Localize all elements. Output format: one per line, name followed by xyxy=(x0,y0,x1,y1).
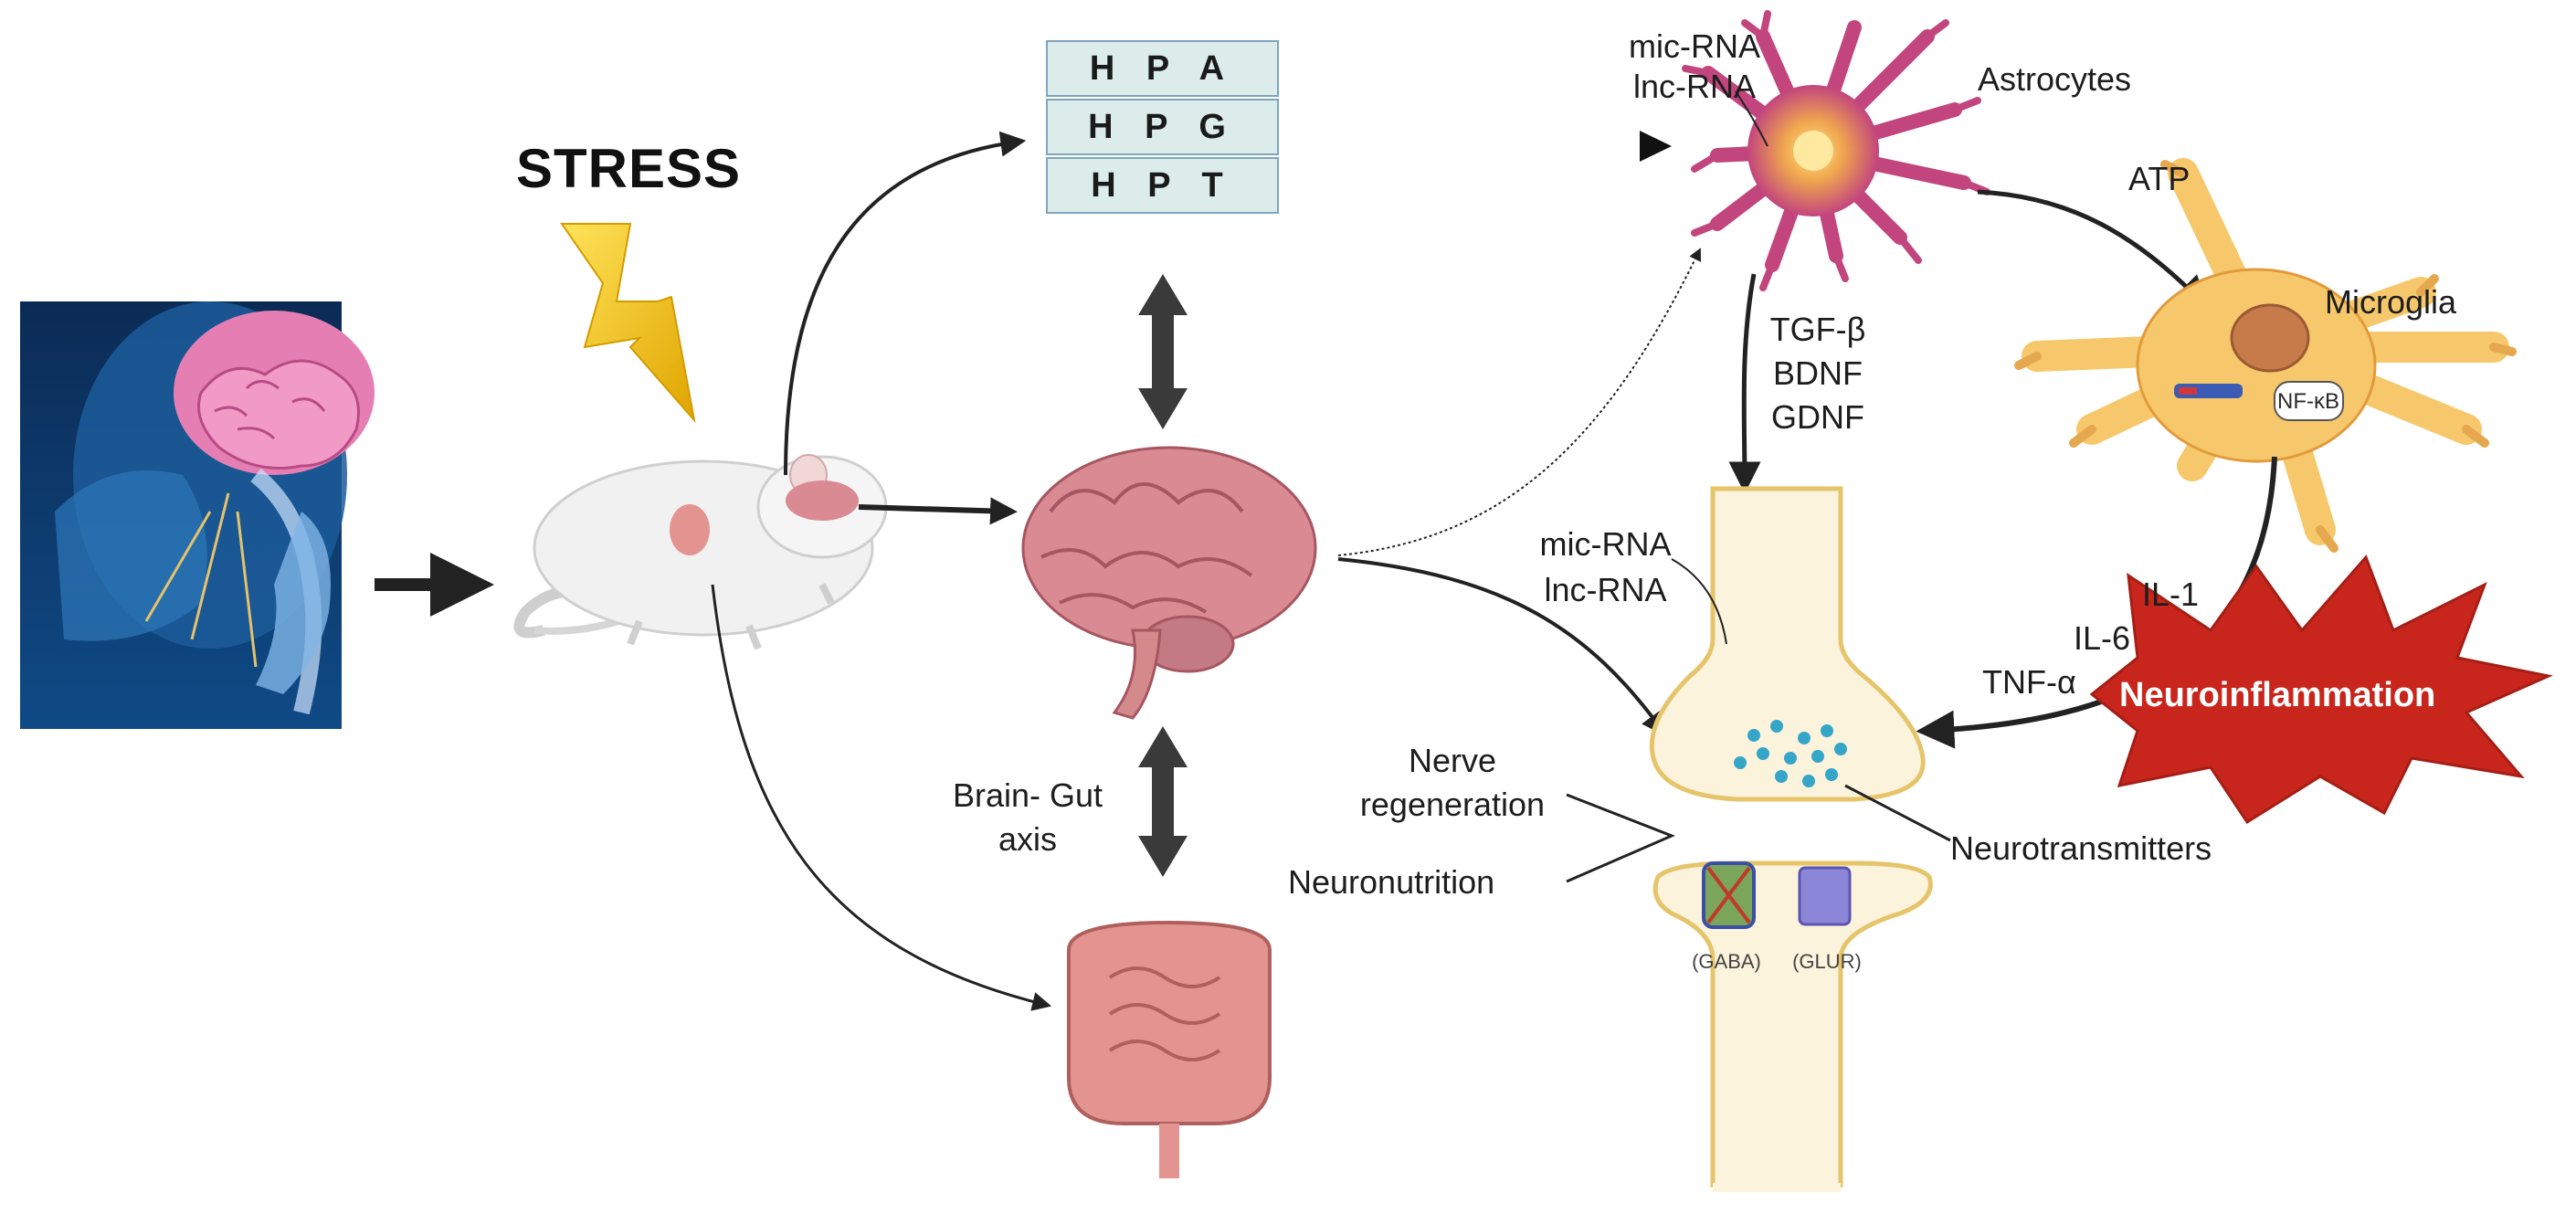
stressed-person-image xyxy=(20,301,375,729)
regeneration-label: regeneration xyxy=(1359,786,1546,823)
atp-label: ATP xyxy=(2128,160,2191,197)
tgf-beta-label: TGF-β xyxy=(1769,311,1866,348)
arrow-brain-to-astrocytes xyxy=(1337,248,1701,556)
arrow-mouse-to-axes xyxy=(784,131,1027,476)
arrow-brain-to-synapse xyxy=(1337,557,1667,737)
gaba-label: (GABA) xyxy=(1692,950,1761,973)
synapse-lncrna-label: lnc-RNA xyxy=(1544,571,1667,608)
bdnf-label: BDNF xyxy=(1773,354,1863,392)
double-arrow-brain-gut xyxy=(1138,726,1188,877)
arrow-astrocytes-to-synapse xyxy=(1728,273,1761,494)
tnf-alpha-label: TNF-α xyxy=(1982,663,2076,701)
leader-neurotransmitters xyxy=(1844,784,1951,842)
arrow-mouse-to-gut xyxy=(711,584,1052,1011)
astrocyte-mirna-label: mic-RNA xyxy=(1629,27,1760,65)
nerve-label: Nerve xyxy=(1408,742,1497,779)
leader-astrocyte-rna xyxy=(1735,90,1768,147)
stress-label: STRESS xyxy=(516,138,742,199)
neuroinflammation-label: Neuroinflammation xyxy=(2119,676,2436,714)
gdnf-label: GDNF xyxy=(1771,398,1864,436)
synapse-mirna-label: mic-RNA xyxy=(1539,525,1672,563)
leader-nerve-regeneration xyxy=(1566,793,1675,883)
hpa-axis-box: H P A xyxy=(1046,40,1279,97)
microglia-image xyxy=(2014,158,2517,553)
astrocytes-label: Astrocytes xyxy=(1978,60,2132,98)
arrow-astrocytes-to-microglia xyxy=(1977,189,2209,309)
arrow-mouse-to-brain xyxy=(858,497,1018,525)
neurotransmitters-label: Neurotransmitters xyxy=(1950,829,2212,867)
astrocyte-image xyxy=(1682,10,1990,291)
arrow-head-axes-to-astrocytes xyxy=(1640,131,1672,162)
mouse-image xyxy=(513,454,888,650)
leader-synapse-rna xyxy=(1671,558,1727,645)
il6-label: IL-6 xyxy=(2074,619,2131,657)
glur-receptor xyxy=(1798,866,1852,926)
il1-label: IL-1 xyxy=(2142,575,2200,613)
astrocyte-lncrna-label: lnc-RNA xyxy=(1632,68,1756,105)
brain-gut-label-line1: Brain- Gut xyxy=(952,776,1103,814)
gaba-receptor xyxy=(1702,861,1756,929)
brain-gut-label-line2: axis xyxy=(998,820,1058,858)
hpg-axis-box: H P G xyxy=(1046,99,1279,155)
synapse-image xyxy=(1649,486,1933,1192)
glur-label: (GLUR) xyxy=(1792,950,1862,973)
microglia-label: Microglia xyxy=(2325,283,2457,321)
double-arrow-axes-brain xyxy=(1138,274,1188,429)
neurotransmitter-vesicles xyxy=(1734,720,1847,787)
lightning-bolt-icon xyxy=(560,223,696,424)
neuroinflammation-burst xyxy=(2089,554,2553,825)
hpt-axis-box: H P T xyxy=(1046,157,1279,214)
brain-image xyxy=(1021,446,1317,720)
gut-image xyxy=(1067,920,1272,1178)
neuronutrition-label: Neuronutrition xyxy=(1288,863,1495,901)
nfkb-label: NF-κB xyxy=(2277,389,2339,414)
